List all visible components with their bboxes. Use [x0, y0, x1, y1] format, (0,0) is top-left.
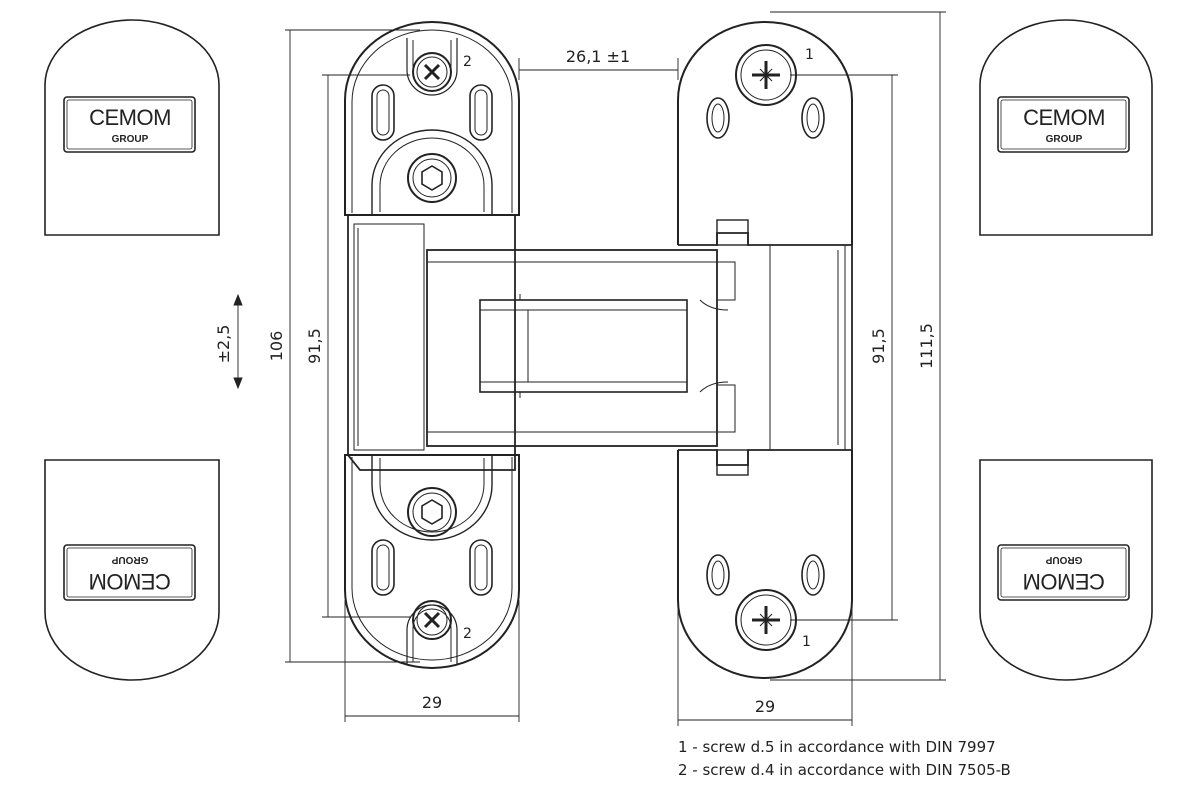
- dimension-gap-label: 26,1 ±1: [566, 47, 630, 66]
- callout-screw-1-top: 1: [805, 47, 814, 63]
- cap-logo-sub: GROUP: [111, 554, 148, 565]
- screw-type-2-bottom: [412, 600, 452, 640]
- hex-adjust-screw-bottom: [407, 487, 457, 537]
- cover-cap-bottom-right: CEMOM GROUP: [979, 459, 1153, 681]
- screw-type-2-top: [412, 52, 452, 92]
- left-hinge-plate: [344, 21, 520, 669]
- dimension-left-outer-label: 106: [267, 331, 286, 362]
- dimension-lines: [233, 11, 946, 726]
- cover-cap-bottom-left: CEMOM GROUP: [44, 459, 220, 681]
- callout-screw-1-bottom: 1: [802, 634, 811, 650]
- note-screw-1: 1 - screw d.5 in accordance with DIN 799…: [678, 738, 996, 756]
- cap-logo-brand: CEMOM: [89, 105, 171, 130]
- cover-cap-top-right: CEMOM GROUP: [979, 19, 1153, 236]
- cap-logo-sub: GROUP: [112, 134, 149, 145]
- cap-logo-brand: CEMOM: [1023, 105, 1105, 130]
- cap-logo-brand: CEMOM: [1023, 569, 1105, 594]
- cap-logo-brand: CEMOM: [89, 569, 171, 594]
- hinge-mechanism: [347, 214, 853, 476]
- dimension-right-inner-label: 91,5: [869, 328, 888, 364]
- dimension-left-width-label: 29: [422, 693, 442, 712]
- callout-screw-2-bottom: 2: [463, 626, 472, 642]
- note-screw-2: 2 - screw d.4 in accordance with DIN 750…: [678, 761, 1011, 779]
- dimension-right-outer-label: 111,5: [917, 323, 936, 369]
- callout-screw-2-top: 2: [463, 54, 472, 70]
- screw-notes: 1 - screw d.5 in accordance with DIN 799…: [678, 736, 1178, 782]
- right-hinge-plate: [677, 21, 853, 679]
- cover-cap-top-left: CEMOM GROUP: [44, 19, 220, 236]
- hex-adjust-screw-top: [407, 153, 457, 203]
- cap-logo-sub: GROUP: [1046, 134, 1083, 145]
- screw-type-1-top: [735, 44, 797, 106]
- cap-logo-sub: GROUP: [1045, 554, 1082, 565]
- dimension-right-width-label: 29: [755, 697, 775, 716]
- screw-type-1-bottom: [735, 589, 797, 651]
- dimension-adjust-label: ±2,5: [214, 325, 233, 364]
- dimension-left-inner-label: 91,5: [305, 328, 324, 364]
